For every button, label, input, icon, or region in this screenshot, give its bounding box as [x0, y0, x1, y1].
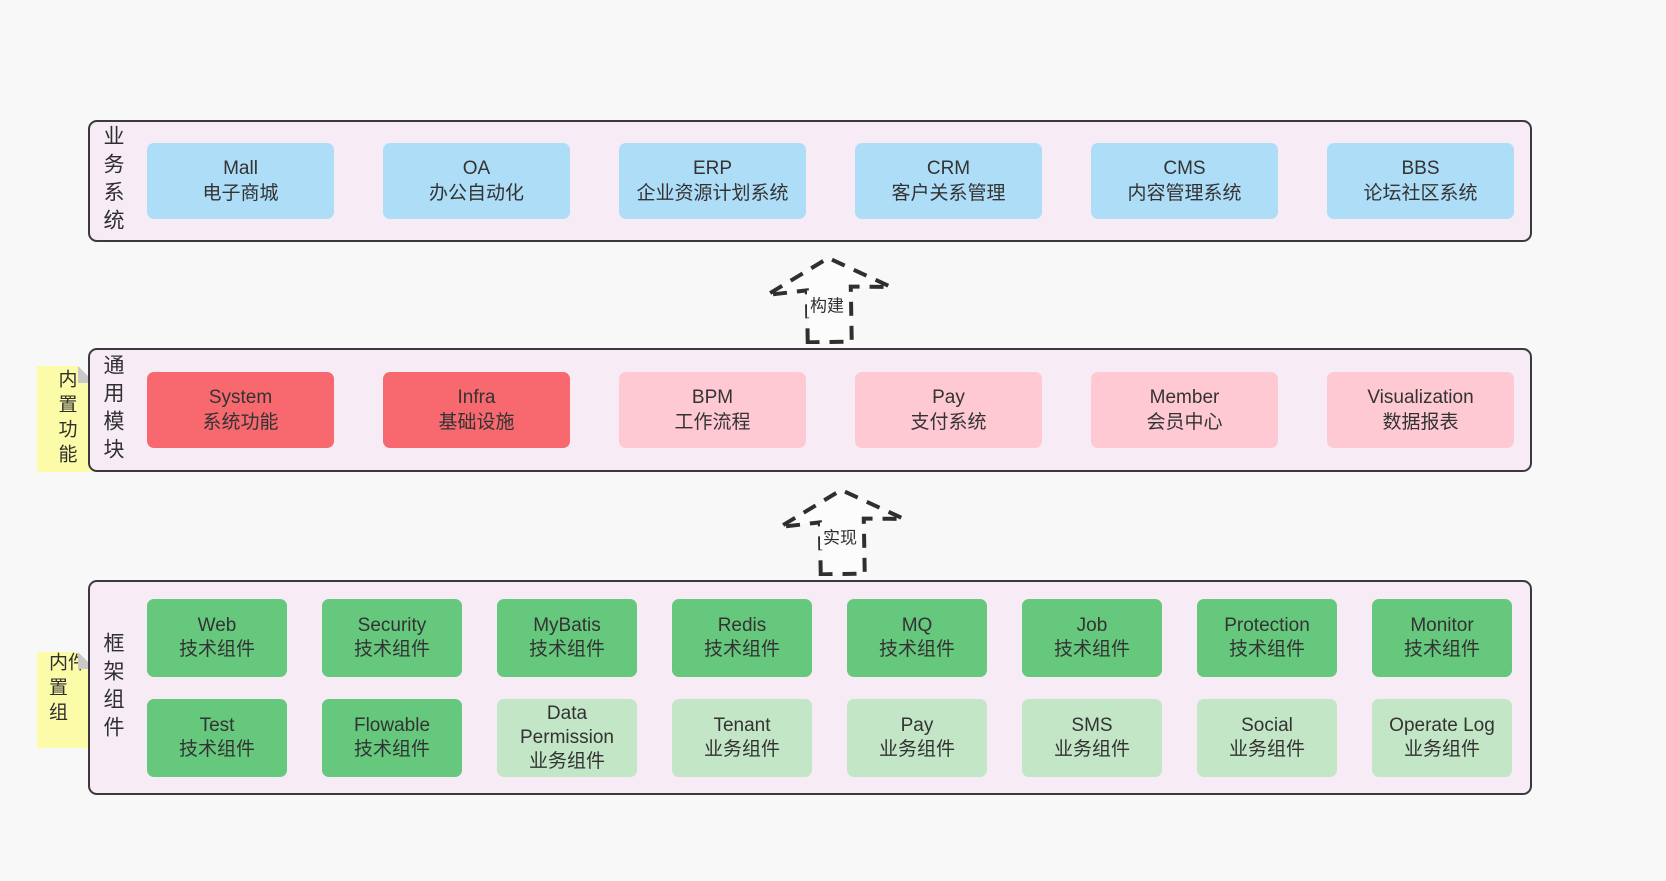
box-desc: 业务组件 — [1053, 738, 1130, 760]
box-infra: Infra 基础设施 — [383, 372, 570, 448]
box-desc: 技术组件 — [528, 638, 605, 660]
box-desc: 技术组件 — [1053, 638, 1130, 660]
panel-business-systems: 业务系统 Mall 电子商城 OA 办公自动化 ERP 企业资源计划系统 CRM… — [88, 120, 1532, 242]
box-desc: 业务组件 — [1403, 738, 1480, 760]
box-name: MQ — [901, 614, 933, 636]
box-name: CRM — [926, 158, 971, 179]
box-oa: OA 办公自动化 — [383, 143, 570, 219]
box-desc: 技术组件 — [353, 638, 430, 660]
box-name: Test — [199, 714, 235, 736]
box-social: Social 业务组件 — [1197, 698, 1337, 777]
box-name: Pay — [900, 714, 934, 736]
box-name: Member — [1149, 387, 1220, 408]
box-desc: 业务组件 — [703, 738, 780, 760]
box-name: Job — [1076, 614, 1108, 636]
box-name: Tenant — [713, 714, 771, 736]
box-desc: 论坛社区系统 — [1363, 183, 1478, 204]
box-desc: 业务组件 — [1228, 738, 1305, 760]
box-name: Infra — [457, 387, 496, 408]
arrow-implement: 实现 — [766, 484, 914, 576]
panel-modules-label: 通用模块 — [101, 354, 125, 466]
box-desc: 办公自动化 — [428, 183, 524, 204]
box-name: Redis — [717, 614, 767, 636]
box-desc: 业务组件 — [528, 750, 605, 772]
box-operate-log: Operate Log 业务组件 — [1372, 698, 1512, 777]
panel-business-label: 业务系统 — [101, 125, 125, 237]
box-name: OA — [462, 158, 491, 179]
box-sms: SMS 业务组件 — [1022, 698, 1162, 777]
box-pay: Pay 支付系统 — [855, 372, 1042, 448]
box-tenant: Tenant 业务组件 — [672, 698, 812, 777]
box-name: Mall — [223, 158, 258, 179]
box-desc: 系统功能 — [202, 412, 279, 433]
arrow-build: 构建 — [753, 252, 901, 344]
box-data-permission: Data Permission 业务组件 — [497, 698, 637, 777]
box-desc: 会员中心 — [1146, 412, 1223, 433]
box-bpm: BPM 工作流程 — [619, 372, 806, 448]
arrow-implement-label: 实现 — [820, 522, 860, 550]
arrow-build-label: 构建 — [807, 290, 847, 318]
panel-components-label: 框架组件 — [101, 631, 125, 744]
box-crm: CRM 客户关系管理 — [855, 143, 1042, 219]
box-mybatis: MyBatis 技术组件 — [497, 598, 637, 677]
panel-common-modules: 通用模块 System 系统功能 Infra 基础设施 BPM 工作流程 Pay… — [88, 348, 1532, 472]
box-mq: MQ 技术组件 — [847, 598, 987, 677]
box-monitor: Monitor 技术组件 — [1372, 598, 1512, 677]
box-name: Operate Log — [1389, 714, 1495, 736]
box-desc: 支付系统 — [910, 412, 987, 433]
box-name: Security — [357, 614, 427, 636]
box-name: Web — [197, 614, 237, 636]
box-name: Visualization — [1367, 387, 1474, 408]
box-name: Data Permission — [520, 702, 614, 748]
sticky-note-built-in-features: 内置功能 — [37, 366, 95, 472]
box-redis: Redis 技术组件 — [672, 598, 812, 677]
box-name: Pay — [932, 387, 965, 408]
box-mall: Mall 电子商城 — [147, 143, 334, 219]
box-desc: 数据报表 — [1382, 412, 1459, 433]
box-desc: 业务组件 — [878, 738, 955, 760]
box-desc: 技术组件 — [878, 638, 955, 660]
box-desc: 技术组件 — [703, 638, 780, 660]
box-desc: 电子商城 — [202, 183, 279, 204]
box-bbs: BBS 论坛社区系统 — [1327, 143, 1514, 219]
box-job: Job 技术组件 — [1022, 598, 1162, 677]
box-flowable: Flowable 技术组件 — [322, 698, 462, 777]
box-desc: 技术组件 — [1228, 638, 1305, 660]
box-name: BPM — [691, 387, 734, 408]
box-system: System 系统功能 — [147, 372, 334, 448]
box-desc: 基础设施 — [438, 412, 515, 433]
panel-framework-components: 框架组件 Web 技术组件 Security 技术组件 MyBatis 技术组件… — [88, 580, 1532, 795]
box-desc: 工作流程 — [674, 412, 751, 433]
box-desc: 技术组件 — [353, 738, 430, 760]
box-name: CMS — [1163, 158, 1206, 179]
box-protection: Protection 技术组件 — [1197, 598, 1337, 677]
box-member: Member 会员中心 — [1091, 372, 1278, 448]
box-name: Social — [1241, 714, 1293, 736]
sticky-note-built-in-components: 内置组件 — [37, 652, 95, 748]
box-desc: 客户关系管理 — [891, 183, 1006, 204]
box-name: ERP — [692, 158, 733, 179]
box-security: Security 技术组件 — [322, 598, 462, 677]
box-erp: ERP 企业资源计划系统 — [619, 143, 806, 219]
box-name: SMS — [1071, 714, 1113, 736]
box-name: Monitor — [1410, 614, 1474, 636]
box-name: Protection — [1224, 614, 1310, 636]
box-name: BBS — [1401, 158, 1440, 179]
box-desc: 技术组件 — [1403, 638, 1480, 660]
box-pay-biz: Pay 业务组件 — [847, 698, 987, 777]
box-name: Flowable — [353, 714, 431, 736]
box-name: MyBatis — [533, 614, 601, 636]
box-visualization: Visualization 数据报表 — [1327, 372, 1514, 448]
box-name: System — [208, 387, 273, 408]
box-desc: 内容管理系统 — [1127, 183, 1242, 204]
box-test: Test 技术组件 — [147, 698, 287, 777]
box-desc: 企业资源计划系统 — [636, 183, 789, 204]
box-web: Web 技术组件 — [147, 598, 287, 677]
box-desc: 技术组件 — [178, 738, 255, 760]
box-desc: 技术组件 — [178, 638, 255, 660]
box-cms: CMS 内容管理系统 — [1091, 143, 1278, 219]
